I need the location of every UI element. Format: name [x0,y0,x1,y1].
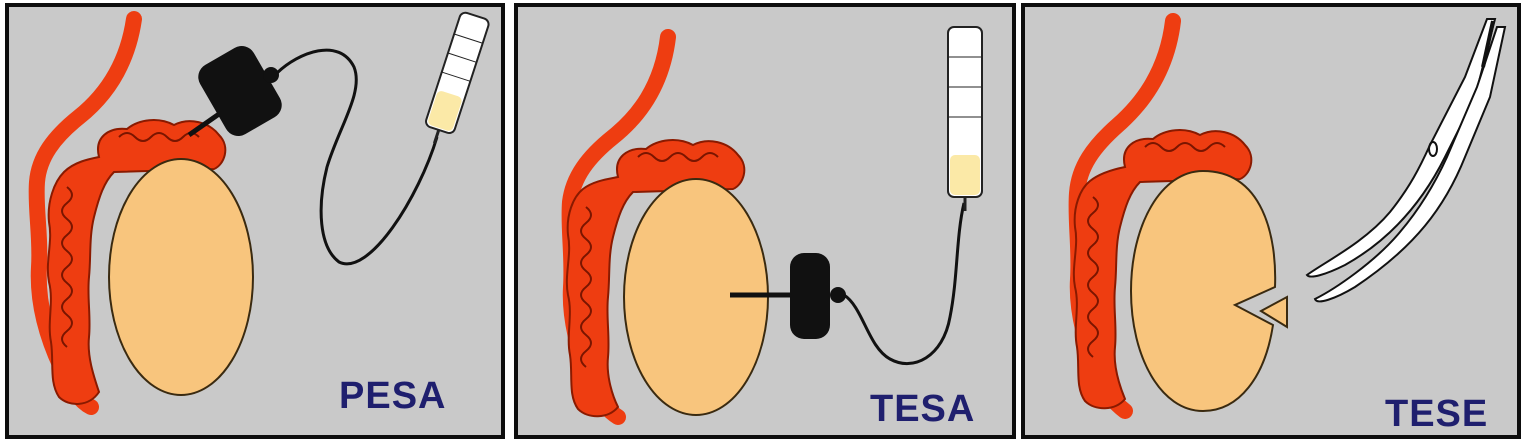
needle-hub-icon [198,45,282,137]
tubing [843,202,966,365]
panel-tesa: TESA [514,3,1016,439]
testis [1129,169,1277,413]
epididymis-fold [61,186,73,348]
tese-illustration [1068,13,1507,419]
panel-tese: TESE [1021,3,1521,439]
epididymis-fold [637,152,719,162]
epididymis-fold [1087,196,1099,358]
scissors-icon [1305,18,1507,303]
epididymis [46,119,227,405]
pesa-illustration [28,11,490,415]
epididymis [565,139,746,418]
tissue-sample [1258,295,1288,329]
tubing [275,48,439,266]
testis [108,158,254,396]
epididymis [1072,129,1253,410]
epididymis-fold [580,206,592,368]
epididymis-fold [118,132,200,142]
epididymis-fold [1144,142,1226,152]
syringe-icon [425,11,490,144]
panel-label-pesa: PESA [339,375,447,417]
tesa-illustration [561,26,983,425]
syringe-icon [947,26,983,211]
panel-label-tesa: TESA [870,388,976,430]
panel-label-tese: TESE [1385,393,1489,435]
needle-hub-icon [790,253,846,339]
panel-pesa: PESA [5,3,505,439]
